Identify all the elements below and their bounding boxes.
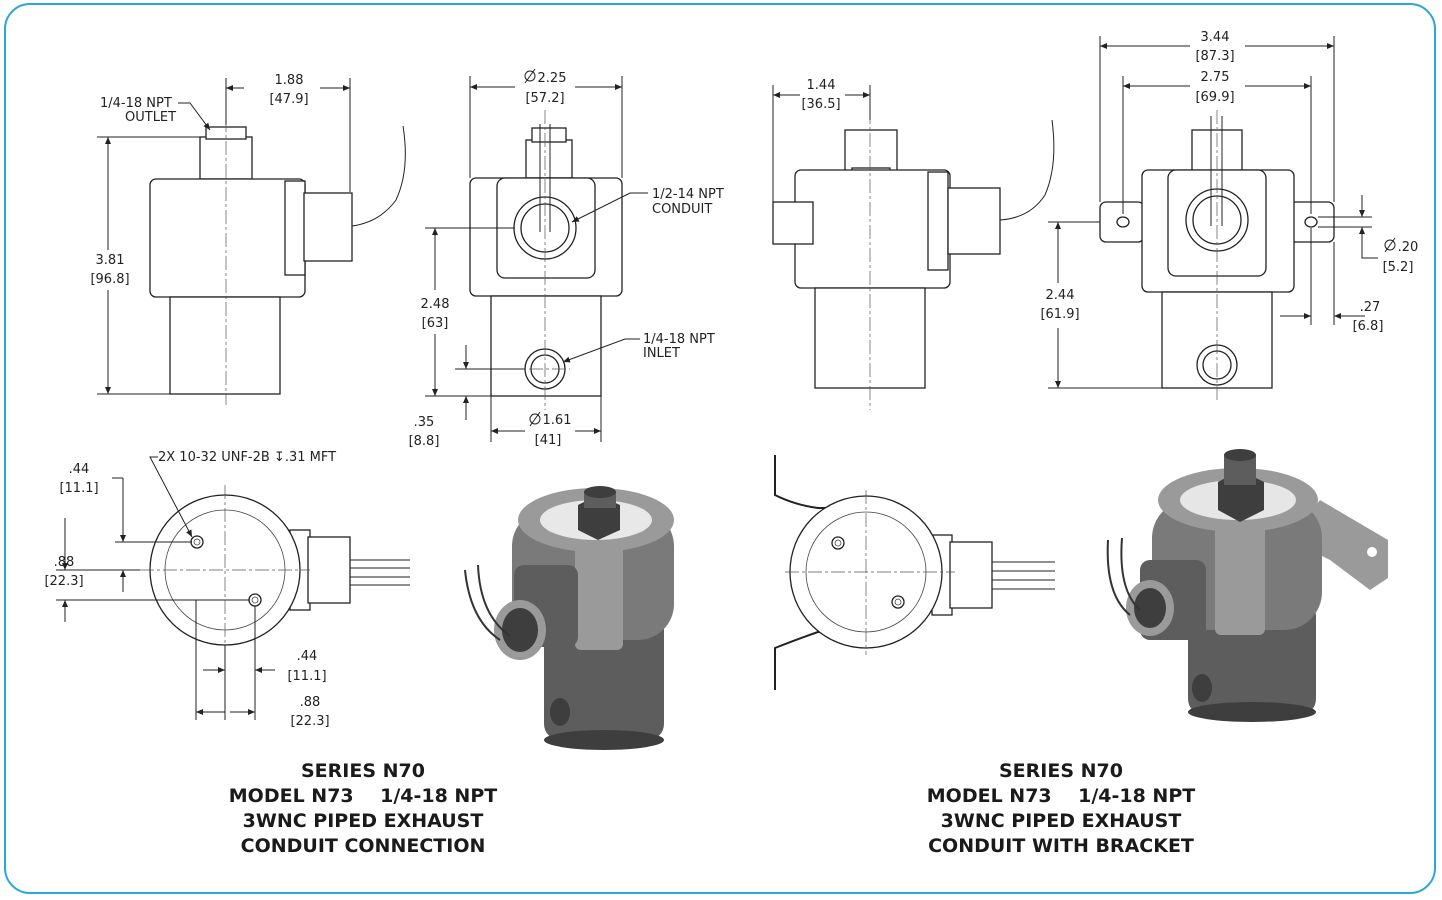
conduit-callout: 1/2-14 NPT CONDUIT [571, 187, 724, 223]
outlet-label: OUTLET [125, 110, 176, 125]
top-yy-mm: [22.3] [44, 574, 83, 589]
br-holes-in: 2.75 [1201, 70, 1230, 85]
br-edge-in: .27 [1360, 300, 1381, 315]
drawing-frame [4, 3, 1436, 894]
br-total-mm: [87.3] [1195, 49, 1234, 64]
dim-mid-height: 2.48 [63] [421, 227, 515, 397]
mid-height-mm: [63] [422, 316, 449, 331]
base-dia-mm: [41] [535, 433, 562, 448]
bottom-x-in: .44 [297, 649, 318, 664]
outlet-width-in: 1.88 [275, 73, 304, 88]
caption-left-line-3: 3WNC PIPED EXHAUST [243, 810, 484, 832]
mount-holes-note: 2X 10-32 UNF-2B ↧.31 MFT [158, 450, 336, 465]
dia-in: 2.25 [538, 71, 567, 86]
br-hole-dia-mm: [5.2] [1383, 260, 1414, 275]
br-total-in: 3.44 [1201, 30, 1230, 45]
inlet-callout: 1/4-18 NPT INLET [562, 332, 715, 363]
height-mm: [96.8] [90, 272, 129, 287]
top-yy-in: .88 [54, 555, 75, 570]
dia-mm: [57.2] [525, 91, 564, 106]
front-view-bracket [1099, 110, 1335, 400]
bottom-xx-in: .88 [300, 695, 321, 710]
dim-outlet-width: 1.88 [47.9] [225, 73, 351, 192]
dim-diameter: 2.25 [57.2] [469, 68, 623, 178]
side-view-bracket [772, 110, 1055, 410]
side-view-conduit [149, 118, 406, 405]
top-y-in: .44 [69, 462, 90, 477]
mid-height-in: 2.48 [421, 297, 450, 312]
caption-right-line-2: MODEL N73 1/4-18 NPT [927, 785, 1195, 807]
caption-left-line-4: CONDUIT CONNECTION [241, 835, 486, 857]
br-width-mm: [36.5] [801, 97, 840, 112]
caption-right-line-4: CONDUIT WITH BRACKET [928, 835, 1194, 857]
inlet-label: INLET [643, 346, 680, 361]
conduit-label: CONDUIT [652, 202, 712, 217]
caption-right: SERIES N70 MODEL N73 1/4-18 NPT 3WNC PIP… [927, 760, 1195, 857]
dim-top-yy: .88 [22.3] [44, 518, 250, 622]
br-width-in: 1.44 [807, 78, 836, 93]
bottom-x-mm: [11.1] [287, 669, 326, 684]
br-holes-mm: [69.9] [1195, 90, 1234, 105]
dim-bracket-edge: .27 [6.8] [1280, 228, 1383, 334]
base-offset-mm: [8.8] [409, 434, 440, 449]
dim-bracket-total: 3.44 [87.3] [1099, 30, 1335, 202]
conduit-thread: 1/2-14 NPT [652, 187, 724, 202]
inlet-thread: 1/4-18 NPT [643, 332, 715, 347]
outlet-callout: 1/4-18 NPT OUTLET [100, 96, 211, 131]
caption-left-line-1: SERIES N70 [301, 760, 425, 782]
caption-left-line-2: MODEL N73 1/4-18 NPT [229, 785, 497, 807]
dim-base-offset: .35 [8.8] [409, 345, 525, 449]
mount-holes-callout: 2X 10-32 UNF-2B ↧.31 MFT [149, 450, 336, 538]
dim-base-diameter: 1.61 [41] [490, 396, 602, 448]
br-hole-dia-in: .20 [1398, 240, 1419, 255]
dim-bottom-x: .44 [11.1] .88 [22.3] [195, 600, 330, 729]
dim-bracket-holes: 2.75 [69.9] [1122, 70, 1312, 214]
top-view-bracket [774, 455, 1055, 690]
caption-right-line-1: SERIES N70 [999, 760, 1123, 782]
front-view-conduit [460, 110, 623, 410]
dim-height: 3.81 [96.8] [90, 136, 200, 395]
base-offset-in: .35 [414, 415, 435, 430]
br-edge-mm: [6.8] [1353, 319, 1384, 334]
top-view-conduit [140, 485, 410, 655]
caption-right-line-3: 3WNC PIPED EXHAUST [941, 810, 1182, 832]
br-height-mm: [61.9] [1040, 307, 1079, 322]
top-y-mm: [11.1] [59, 481, 98, 496]
dim-bracket-height: 2.44 [61.9] [1040, 221, 1162, 389]
bottom-xx-mm: [22.3] [290, 714, 329, 729]
height-in: 3.81 [96, 253, 125, 268]
caption-left: SERIES N70 MODEL N73 1/4-18 NPT 3WNC PIP… [229, 760, 497, 857]
dim-bracket-hole-dia: .20 [5.2] [1318, 195, 1418, 275]
isometric-render-conduit [464, 486, 674, 750]
base-dia-in: 1.61 [543, 413, 572, 428]
dim-top-y: .44 [11.1] [56, 462, 192, 592]
outlet-thread: 1/4-18 NPT [100, 96, 172, 111]
outlet-width-mm: [47.9] [269, 92, 308, 107]
isometric-render-bracket [1106, 449, 1388, 722]
br-height-in: 2.44 [1046, 288, 1075, 303]
dim-bracket-width: 1.44 [36.5] [772, 78, 871, 202]
